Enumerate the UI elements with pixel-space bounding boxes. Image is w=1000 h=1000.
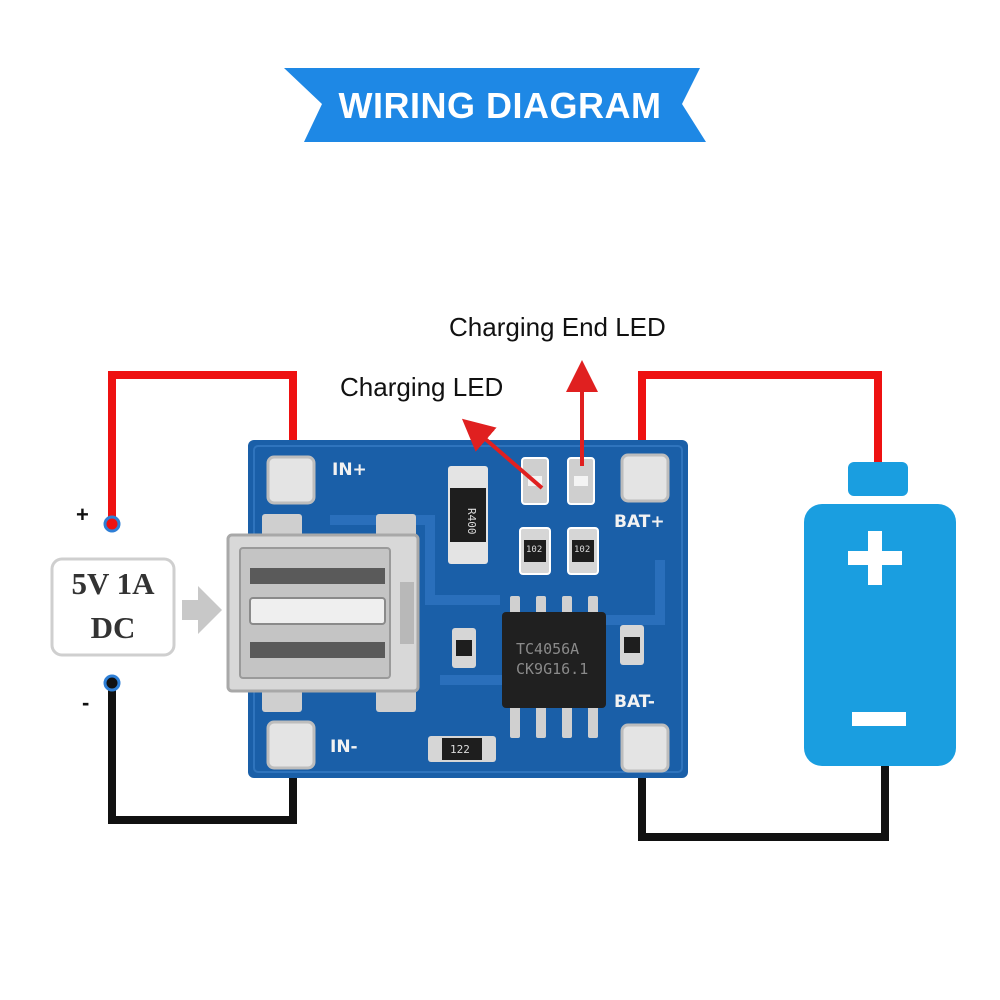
pin-label-in-plus: IN+ xyxy=(332,460,367,480)
power-spec-line2: DC xyxy=(90,610,136,645)
chip-marking-line1: TC4056A xyxy=(516,640,580,658)
wire-input-positive xyxy=(108,371,297,524)
pin-label-bat-plus: BAT+ xyxy=(614,512,665,532)
title-banner xyxy=(284,68,706,142)
minus-icon xyxy=(852,712,906,726)
charger-ic xyxy=(502,596,606,738)
pin-label-in-minus: IN- xyxy=(330,737,358,757)
power-source-box xyxy=(50,557,176,657)
positive-sign: + xyxy=(76,502,89,527)
negative-terminal xyxy=(103,674,121,692)
wire-input-negative xyxy=(108,683,297,824)
mini-usb-connector xyxy=(226,514,420,712)
resistor-102-b-label: 102 xyxy=(574,545,591,555)
pad-bat-plus xyxy=(620,453,670,503)
resistor-122-label: 122 xyxy=(450,743,470,756)
wire-battery-negative xyxy=(638,745,889,841)
charging-led-arrow xyxy=(461,418,544,490)
pad-in-plus xyxy=(266,455,316,505)
resistor-102-a-label: 102 xyxy=(526,545,543,555)
banner-title: WIRING DIAGRAM xyxy=(338,85,662,126)
battery-icon xyxy=(804,462,956,766)
charging-led-label: Charging LED xyxy=(340,372,504,402)
pad-in-minus xyxy=(266,720,316,770)
positive-terminal xyxy=(103,515,121,533)
resistor-r400-label: R400 xyxy=(465,508,478,535)
tp4056-module xyxy=(226,440,688,778)
pad-bat-minus xyxy=(620,723,670,773)
negative-sign: - xyxy=(82,690,90,715)
chip-marking-line2: CK9G16.1 xyxy=(516,660,589,678)
power-spec-line1: 5V 1A xyxy=(71,566,155,601)
wire-battery-positive xyxy=(638,371,882,466)
input-arrow-icon xyxy=(182,586,222,634)
pin-label-bat-minus: BAT- xyxy=(614,692,655,712)
charging-end-led-label: Charging End LED xyxy=(449,312,666,342)
